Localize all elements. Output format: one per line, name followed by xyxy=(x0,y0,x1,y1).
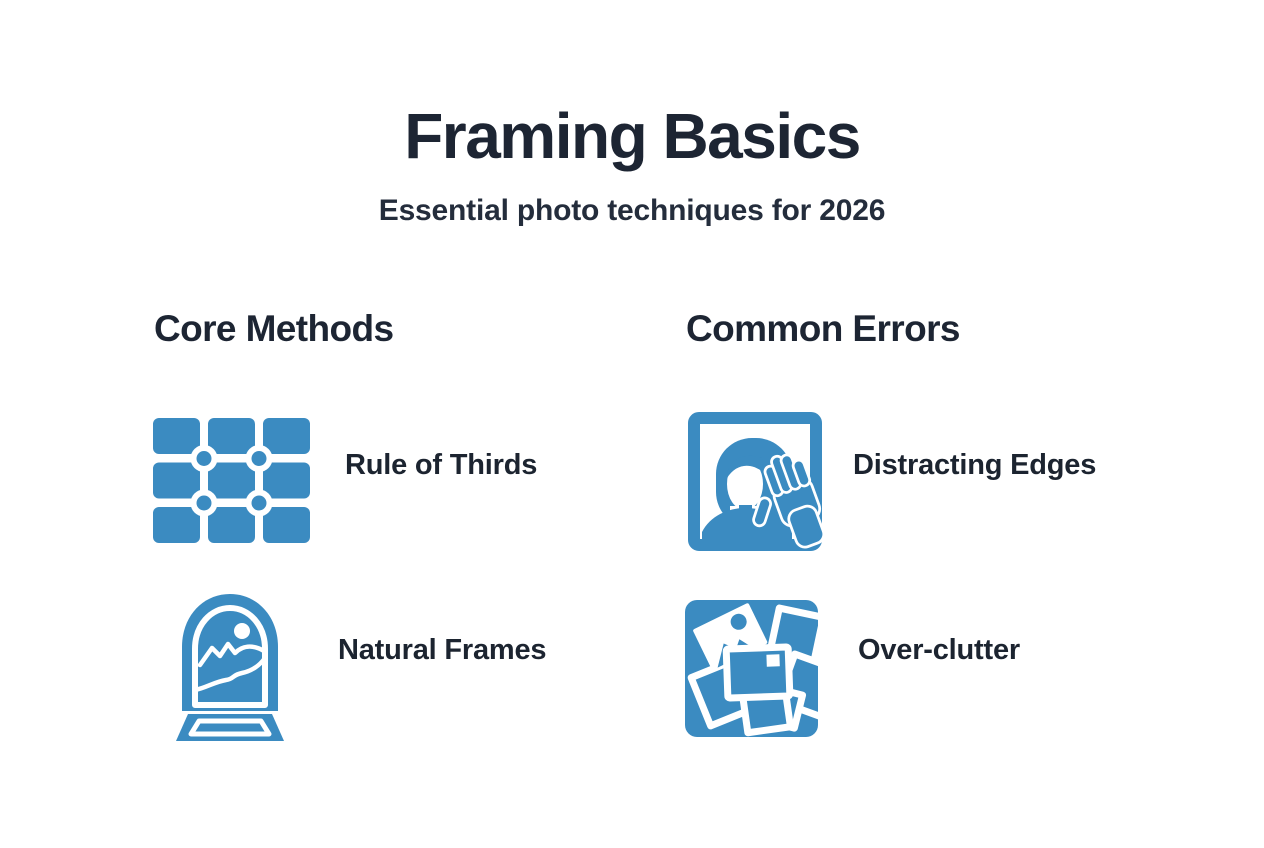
natural-frame-arch-icon xyxy=(176,591,284,748)
rule-of-thirds-grid-icon xyxy=(153,418,310,548)
page-title: Framing Basics xyxy=(404,100,861,172)
page-subtitle: Essential photo techniques for 2026 xyxy=(378,194,886,227)
item-label-natural-frames: Natural Frames xyxy=(338,634,547,666)
heading-core-methods: Core Methods xyxy=(154,308,394,349)
item-label-distracting-edges: Distracting Edges xyxy=(853,449,1097,481)
item-label-over-clutter: Over-clutter xyxy=(858,634,1020,666)
scattered-photos-icon xyxy=(685,600,818,742)
heading-common-errors: Common Errors xyxy=(686,308,960,349)
portrait-hand-at-edge-icon xyxy=(688,412,828,556)
item-label-rule-of-thirds: Rule of Thirds xyxy=(345,449,538,481)
